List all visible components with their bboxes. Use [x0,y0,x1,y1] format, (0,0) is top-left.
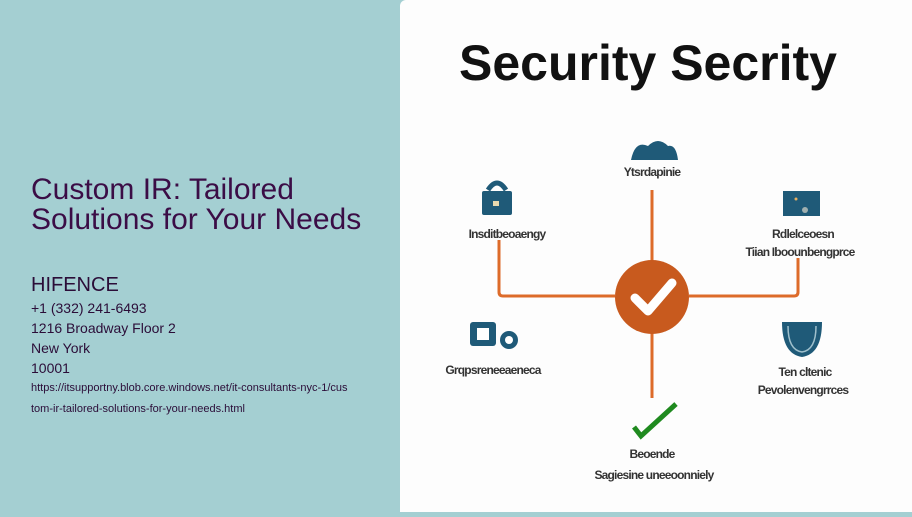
gear-icon [470,322,518,349]
label-top: Ytsrdapinie [624,165,682,179]
label-bottom-right-2: Pevolenvengrrces [758,383,850,397]
label-bottom-1: Beoende [629,447,675,461]
label-top-left: Insditbeoaengy [469,227,547,241]
connector-lines [497,190,800,398]
article-url-line-1[interactable]: https://itsupportny.blob.core.windows.ne… [31,382,348,394]
label-top-right-2: Tiian Iboounbengprce [745,245,855,259]
article-url-line-2[interactable]: tom-ir-tailored-solutions-for-your-needs… [31,403,245,415]
label-bottom-2: Sagiesine uneeoonniely [594,468,714,482]
zip-code: 10001 [31,360,70,376]
center-circle [615,260,689,334]
phone-number: +1 (332) 241-6493 [31,300,147,316]
page-title: Custom IR: Tailored Solutions for Your N… [31,173,362,236]
green-check-icon [632,402,678,440]
city: New York [31,340,91,356]
street-address: 1216 Broadway Floor 2 [31,320,176,336]
label-bottom-left: Grqpsreneeaeneca [445,363,541,377]
monitor-icon [783,191,820,216]
left-panel: Custom IR: Tailored Solutions for Your N… [0,0,400,512]
checkmark-icon [630,278,677,316]
illustration-heading: Security Secrity [459,35,837,91]
cloud-icon [631,141,678,160]
shield-icon [782,322,822,357]
lock-icon [482,180,512,215]
label-bottom-right-1: Ten cltenic [779,365,833,379]
illustration-panel: Security Secrity [400,0,912,512]
company-name: HIFENCE [31,274,119,296]
label-top-right-1: Rdlelceoesn [772,227,834,241]
security-diagram: Security Secrity [445,35,856,482]
